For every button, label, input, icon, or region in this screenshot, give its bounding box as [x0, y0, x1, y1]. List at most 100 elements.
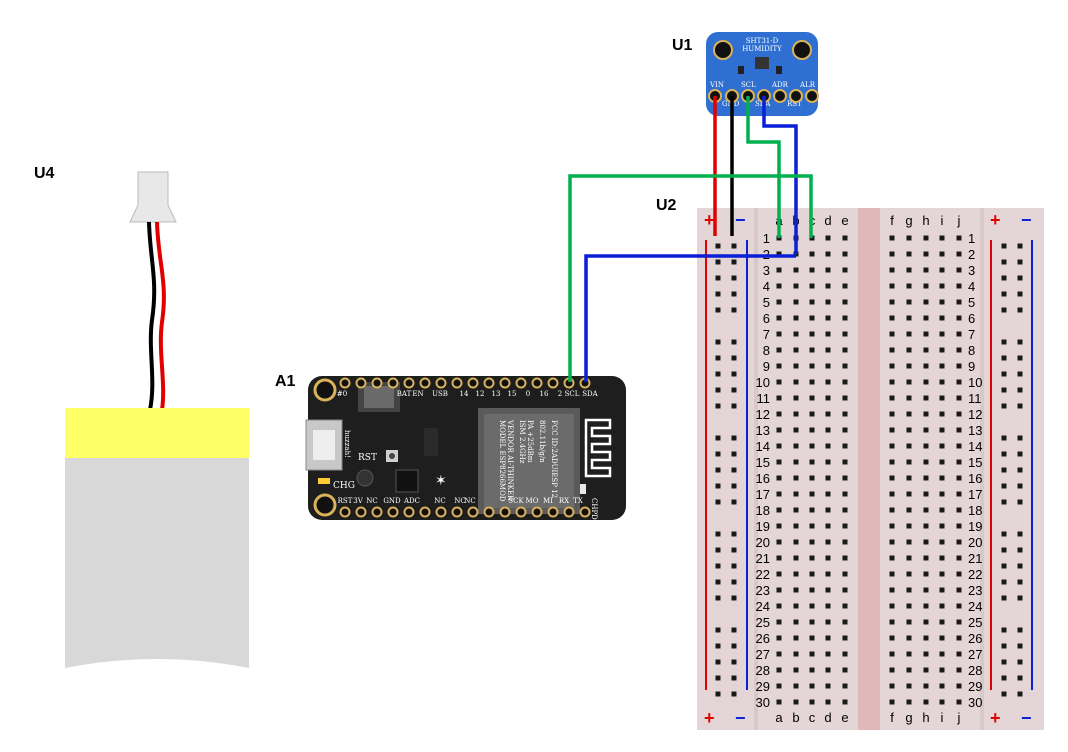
- rail-hole[interactable]: [1017, 691, 1023, 697]
- breadboard-hole[interactable]: [842, 539, 848, 545]
- breadboard-hole[interactable]: [923, 523, 929, 529]
- rail-hole[interactable]: [731, 435, 737, 441]
- breadboard-hole[interactable]: [793, 635, 799, 641]
- breadboard-hole[interactable]: [906, 427, 912, 433]
- breadboard-hole[interactable]: [956, 491, 962, 497]
- rail-hole[interactable]: [715, 563, 721, 569]
- breadboard-hole[interactable]: [923, 667, 929, 673]
- breadboard-hole[interactable]: [776, 299, 782, 305]
- breadboard-hole[interactable]: [842, 315, 848, 321]
- breadboard-hole[interactable]: [923, 619, 929, 625]
- breadboard-hole[interactable]: [956, 555, 962, 561]
- rail-hole[interactable]: [1001, 563, 1007, 569]
- rail-hole[interactable]: [1001, 675, 1007, 681]
- breadboard-hole[interactable]: [842, 443, 848, 449]
- breadboard-hole[interactable]: [842, 651, 848, 657]
- breadboard-hole[interactable]: [825, 443, 831, 449]
- breadboard-hole[interactable]: [793, 699, 799, 705]
- rail-hole[interactable]: [715, 307, 721, 313]
- rail-hole[interactable]: [731, 259, 737, 265]
- breadboard-hole[interactable]: [906, 459, 912, 465]
- breadboard-hole[interactable]: [923, 235, 929, 241]
- breadboard-hole[interactable]: [923, 331, 929, 337]
- breadboard-hole[interactable]: [923, 651, 929, 657]
- breadboard-hole[interactable]: [939, 491, 945, 497]
- rail-hole[interactable]: [1001, 691, 1007, 697]
- rail-hole[interactable]: [715, 675, 721, 681]
- breadboard-hole[interactable]: [842, 267, 848, 273]
- rail-hole[interactable]: [1017, 483, 1023, 489]
- breadboard-hole[interactable]: [906, 379, 912, 385]
- breadboard-hole[interactable]: [906, 491, 912, 497]
- breadboard-hole[interactable]: [776, 267, 782, 273]
- rail-hole[interactable]: [1017, 547, 1023, 553]
- rail-hole[interactable]: [715, 467, 721, 473]
- breadboard-hole[interactable]: [906, 619, 912, 625]
- breadboard-hole[interactable]: [889, 427, 895, 433]
- breadboard-hole[interactable]: [776, 635, 782, 641]
- breadboard-hole[interactable]: [825, 491, 831, 497]
- breadboard-hole[interactable]: [889, 699, 895, 705]
- rail-hole[interactable]: [1017, 499, 1023, 505]
- breadboard-hole[interactable]: [923, 555, 929, 561]
- breadboard-hole[interactable]: [793, 347, 799, 353]
- breadboard-hole[interactable]: [906, 667, 912, 673]
- breadboard-hole[interactable]: [889, 299, 895, 305]
- rail-hole[interactable]: [715, 595, 721, 601]
- breadboard-hole[interactable]: [906, 283, 912, 289]
- breadboard-hole[interactable]: [809, 427, 815, 433]
- breadboard-hole[interactable]: [842, 619, 848, 625]
- rail-hole[interactable]: [731, 627, 737, 633]
- breadboard-hole[interactable]: [889, 363, 895, 369]
- breadboard-hole[interactable]: [939, 363, 945, 369]
- rail-hole[interactable]: [1017, 307, 1023, 313]
- rail-hole[interactable]: [1001, 579, 1007, 585]
- breadboard-hole[interactable]: [809, 395, 815, 401]
- breadboard-hole[interactable]: [809, 539, 815, 545]
- rail-hole[interactable]: [1001, 259, 1007, 265]
- breadboard-hole[interactable]: [825, 635, 831, 641]
- breadboard-hole[interactable]: [956, 427, 962, 433]
- rail-hole[interactable]: [1001, 531, 1007, 537]
- breadboard-hole[interactable]: [776, 587, 782, 593]
- breadboard-hole[interactable]: [923, 267, 929, 273]
- breadboard-hole[interactable]: [809, 251, 815, 257]
- breadboard-hole[interactable]: [793, 315, 799, 321]
- breadboard-hole[interactable]: [956, 395, 962, 401]
- breadboard-hole[interactable]: [776, 667, 782, 673]
- breadboard-hole[interactable]: [825, 235, 831, 241]
- breadboard-hole[interactable]: [939, 235, 945, 241]
- breadboard-hole[interactable]: [809, 635, 815, 641]
- breadboard-hole[interactable]: [956, 363, 962, 369]
- breadboard-hole[interactable]: [939, 555, 945, 561]
- breadboard-hole[interactable]: [889, 267, 895, 273]
- rail-hole[interactable]: [1001, 467, 1007, 473]
- breadboard-hole[interactable]: [825, 555, 831, 561]
- breadboard-hole[interactable]: [889, 411, 895, 417]
- breadboard-hole[interactable]: [923, 491, 929, 497]
- rail-hole[interactable]: [715, 371, 721, 377]
- breadboard-hole[interactable]: [906, 571, 912, 577]
- breadboard-hole[interactable]: [793, 539, 799, 545]
- breadboard-hole[interactable]: [906, 555, 912, 561]
- breadboard-hole[interactable]: [956, 507, 962, 513]
- breadboard-hole[interactable]: [809, 699, 815, 705]
- breadboard-hole[interactable]: [923, 315, 929, 321]
- rail-hole[interactable]: [731, 579, 737, 585]
- breadboard-hole[interactable]: [923, 299, 929, 305]
- rail-hole[interactable]: [1001, 403, 1007, 409]
- breadboard-hole[interactable]: [776, 395, 782, 401]
- breadboard-hole[interactable]: [939, 571, 945, 577]
- breadboard-hole[interactable]: [906, 587, 912, 593]
- breadboard-hole[interactable]: [939, 251, 945, 257]
- breadboard-hole[interactable]: [906, 347, 912, 353]
- breadboard-hole[interactable]: [923, 379, 929, 385]
- breadboard-hole[interactable]: [889, 347, 895, 353]
- breadboard-hole[interactable]: [825, 539, 831, 545]
- rail-hole[interactable]: [1017, 387, 1023, 393]
- breadboard-hole[interactable]: [889, 491, 895, 497]
- rail-hole[interactable]: [1001, 499, 1007, 505]
- breadboard-hole[interactable]: [889, 587, 895, 593]
- breadboard-hole[interactable]: [776, 475, 782, 481]
- breadboard-hole[interactable]: [809, 283, 815, 289]
